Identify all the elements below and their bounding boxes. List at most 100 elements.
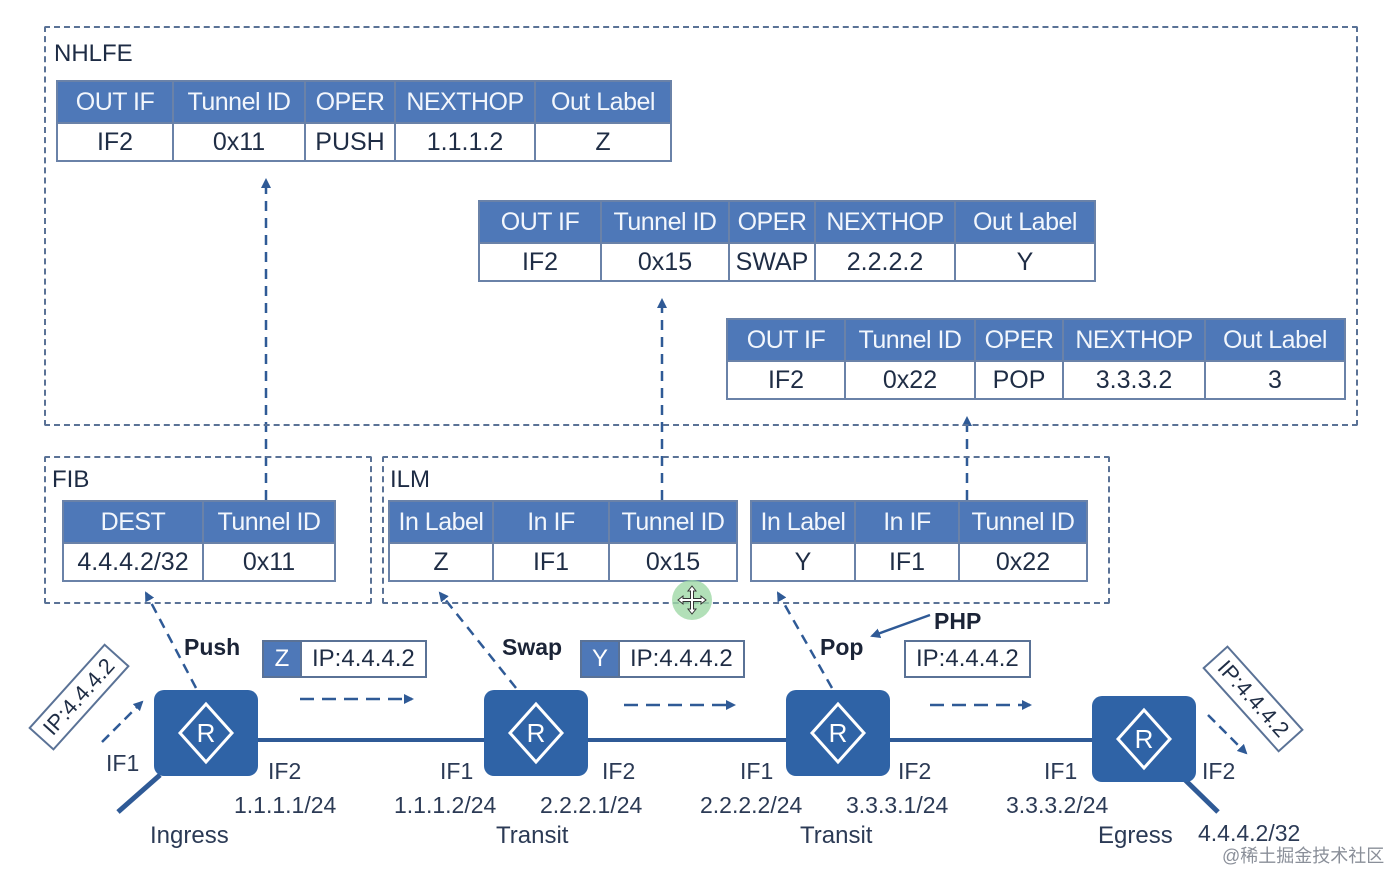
cell-dest: 4.4.4.2/32 (62, 542, 204, 582)
packet-label: Y (582, 642, 620, 676)
cell-out-if: IF2 (726, 360, 846, 400)
cell-tunnel-id: 0x22 (958, 542, 1088, 582)
transit2-addr-out: 3.3.3.1/24 (846, 792, 949, 818)
fib-table: DEST Tunnel ID 4.4.4.2/32 0x11 (62, 500, 336, 582)
cell-out-label: Z (534, 122, 672, 162)
table-row: IF2 0x11 PUSH 1.1.1.2 Z (56, 122, 672, 162)
col-in-if: In IF (854, 500, 960, 544)
php-label: PHP (934, 608, 982, 634)
nhlfe-region (44, 26, 1358, 426)
col-out-label: Out Label (1204, 318, 1346, 362)
php-arrow (870, 613, 931, 638)
router-transit-2[interactable]: R (786, 690, 890, 776)
ingress-arrow (101, 700, 144, 743)
egress-addr-in: 3.3.3.2/24 (1006, 792, 1109, 818)
packet-labeled-y: Y IP:4.4.4.2 (580, 640, 745, 678)
cell-in-label: Z (388, 542, 494, 582)
router-egress[interactable]: R (1092, 696, 1196, 782)
col-tunnel-id: Tunnel ID (608, 500, 738, 544)
table-header-row: OUT IF Tunnel ID OPER NEXTHOP Out Label (478, 200, 1096, 244)
cell-nexthop: 1.1.1.2 (394, 122, 536, 162)
table-row: Z IF1 0x15 (388, 542, 738, 582)
packet-label: Z (264, 642, 302, 676)
egress-if-out: IF2 (1202, 758, 1236, 784)
transit2-name: Transit (800, 822, 873, 849)
ingress-if-out: IF2 (268, 758, 302, 784)
pop-label: Pop (820, 634, 864, 660)
cell-tunnel-id: 0x15 (608, 542, 738, 582)
table-header-row: In Label In IF Tunnel ID (750, 500, 1088, 544)
router-symbol: R (197, 718, 216, 748)
fib-region (44, 456, 372, 604)
cell-out-label: Y (954, 242, 1096, 282)
cell-nexthop: 3.3.3.2 (1062, 360, 1206, 400)
fib-title: FIB (52, 466, 90, 493)
router1-to-fib (144, 591, 198, 689)
egress-name: Egress (1098, 822, 1173, 849)
col-in-if: In IF (492, 500, 610, 544)
cell-tunnel-id: 0x11 (202, 542, 336, 582)
cell-tunnel-id: 0x22 (844, 360, 976, 400)
col-tunnel-id: Tunnel ID (958, 500, 1088, 544)
cell-out-if: IF2 (56, 122, 174, 162)
ingress-name: Ingress (150, 822, 229, 849)
col-out-label: Out Label (954, 200, 1096, 244)
col-tunnel-id: Tunnel ID (844, 318, 976, 362)
watermark: @稀土掘金技术社区 (1222, 846, 1385, 866)
col-out-if: OUT IF (726, 318, 846, 362)
table-row: Y IF1 0x22 (750, 542, 1088, 582)
col-oper: OPER (974, 318, 1064, 362)
col-out-if: OUT IF (478, 200, 602, 244)
packet-ip: IP:4.4.4.2 (630, 645, 733, 672)
col-nexthop: NEXTHOP (1062, 318, 1206, 362)
cell-oper: SWAP (728, 242, 816, 282)
transit1-name: Transit (496, 822, 569, 849)
col-in-label: In Label (750, 500, 856, 544)
cell-oper: PUSH (304, 122, 396, 162)
router-icon: R (1115, 707, 1173, 771)
nhlfe-table-swap: OUT IF Tunnel ID OPER NEXTHOP Out Label … (478, 200, 1096, 282)
transit2-if-in: IF1 (740, 758, 774, 784)
ingress-if-in: IF1 (106, 750, 140, 776)
col-tunnel-id: Tunnel ID (172, 80, 306, 124)
transit1-if-out: IF2 (602, 758, 636, 784)
col-nexthop: NEXTHOP (814, 200, 956, 244)
col-in-label: In Label (388, 500, 494, 544)
cell-nexthop: 2.2.2.2 (814, 242, 956, 282)
router-symbol: R (527, 718, 546, 748)
cell-out-if: IF2 (478, 242, 602, 282)
ilm-region (382, 456, 1110, 604)
ilm-table-2: In Label In IF Tunnel ID Y IF1 0x22 (750, 500, 1088, 582)
egress-if-in: IF1 (1044, 758, 1078, 784)
packet-ip: IP:4.4.4.2 (916, 645, 1019, 672)
router-symbol: R (829, 718, 848, 748)
move-cursor-icon (670, 578, 714, 622)
col-oper: OPER (728, 200, 816, 244)
table-header-row: OUT IF Tunnel ID OPER NEXTHOP Out Label (726, 318, 1346, 362)
col-tunnel-id: Tunnel ID (202, 500, 336, 544)
cell-out-label: 3 (1204, 360, 1346, 400)
router3-to-ilm (776, 591, 834, 689)
col-nexthop: NEXTHOP (394, 80, 536, 124)
packet-unlabeled: IP:4.4.4.2 (904, 640, 1031, 678)
cell-in-if: IF1 (492, 542, 610, 582)
router-transit-1[interactable]: R (484, 690, 588, 776)
table-header-row: OUT IF Tunnel ID OPER NEXTHOP Out Label (56, 80, 672, 124)
nhlfe-title: NHLFE (54, 40, 133, 67)
cell-oper: POP (974, 360, 1064, 400)
table-header-row: DEST Tunnel ID (62, 500, 336, 544)
swap-label: Swap (502, 634, 563, 660)
router-ingress[interactable]: R (154, 690, 258, 776)
transit2-addr-in: 2.2.2.2/24 (700, 792, 803, 818)
cell-in-label: Y (750, 542, 856, 582)
table-header-row: In Label In IF Tunnel ID (388, 500, 738, 544)
cell-in-if: IF1 (854, 542, 960, 582)
router-icon: R (507, 701, 565, 765)
router2-to-ilm (438, 591, 517, 689)
router-icon: R (177, 701, 235, 765)
ingress-addr-out: 1.1.1.1/24 (234, 792, 337, 818)
router-symbol: R (1135, 724, 1154, 754)
ilm-title: ILM (390, 466, 431, 493)
packet-ip: IP:4.4.4.2 (312, 645, 415, 672)
